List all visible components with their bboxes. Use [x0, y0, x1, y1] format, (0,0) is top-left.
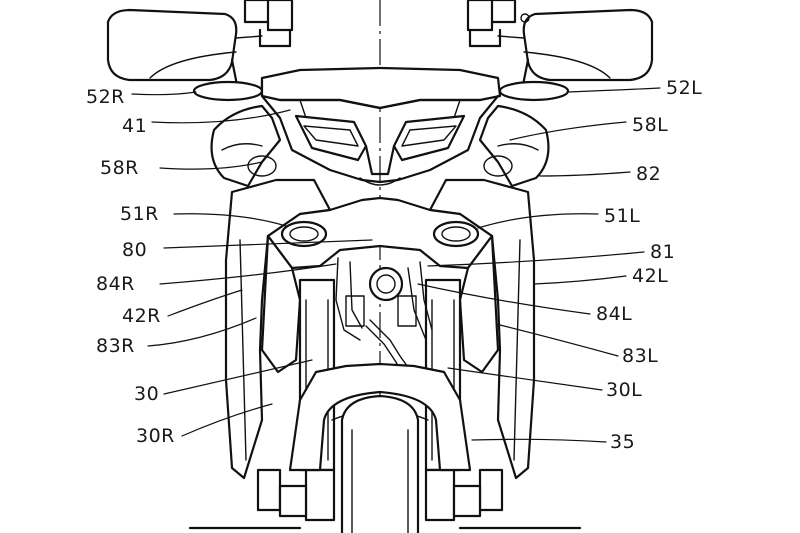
headlight-right	[294, 114, 368, 162]
side-cowl-58R	[210, 104, 282, 188]
light-51L	[432, 220, 480, 248]
label-83L: 83L	[622, 345, 658, 367]
steering-head	[335, 257, 433, 379]
hand-guard-right	[106, 8, 238, 82]
caliper-left	[452, 484, 482, 518]
turn-signal-52L	[498, 80, 570, 102]
label-30L: 30L	[606, 379, 642, 401]
side-cowl-58L	[478, 104, 550, 188]
mirror-mount-right	[235, 0, 294, 48]
label-30R: 30R	[136, 425, 175, 447]
headlight-left	[392, 114, 466, 162]
label-83R: 83R	[96, 335, 135, 357]
duct-83L	[458, 234, 500, 374]
label-82: 82	[636, 163, 661, 185]
caliper-right	[278, 484, 308, 518]
label-51L: 51L	[604, 205, 640, 227]
leader-lines	[131, 87, 661, 443]
label-84R: 84R	[96, 273, 135, 295]
turn-signal-52R	[192, 80, 264, 102]
hand-guard-left	[522, 8, 654, 82]
label-81: 81	[650, 241, 675, 263]
label-58R: 58R	[100, 157, 139, 179]
light-51R	[280, 220, 328, 248]
label-84L: 84L	[596, 303, 632, 325]
label-30: 30	[134, 383, 159, 405]
label-42R: 42R	[122, 305, 161, 327]
upper-cowl	[260, 66, 502, 186]
label-42L: 42L	[632, 265, 668, 287]
label-52L: 52L	[666, 77, 702, 99]
label-51R: 51R	[120, 203, 159, 225]
mirror-mount-left	[466, 0, 530, 48]
label-80: 80	[122, 239, 147, 261]
label-58L: 58L	[632, 114, 668, 136]
front-tire	[340, 394, 420, 533]
reference-labels: 52R 52L 41 58L 58R 82 51R 51L 80 81 84R …	[86, 77, 702, 453]
label-35: 35	[610, 431, 635, 453]
label-41: 41	[122, 115, 147, 137]
label-52R: 52R	[86, 86, 125, 108]
